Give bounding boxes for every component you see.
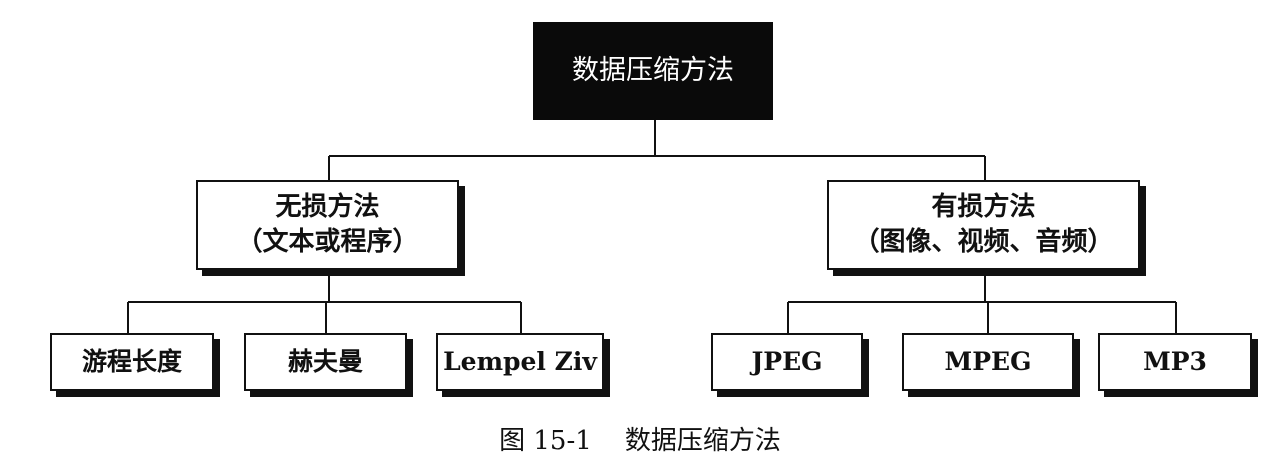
leaf-label: MPEG: [944, 347, 1032, 377]
leaf-label: MP3: [1143, 347, 1207, 377]
lossy-subtitle: （图像、视频、音频）: [853, 227, 1114, 257]
leaf-label: JPEG: [751, 347, 823, 377]
root-node: 数据压缩方法: [533, 22, 773, 120]
leaf-jpeg: JPEG: [711, 333, 863, 391]
leaf-huffman: 赫夫曼: [244, 333, 407, 391]
figure-number: 图 15-1: [499, 426, 592, 456]
leaf-mp3: MP3: [1098, 333, 1252, 391]
leaf-label: 游程长度: [81, 347, 182, 377]
root-label: 数据压缩方法: [572, 54, 734, 86]
lossless-subtitle: （文本或程序）: [236, 227, 419, 257]
lossless-title: 无损方法: [275, 191, 380, 222]
figure-caption: 图 15-1 数据压缩方法: [0, 420, 1280, 457]
leaf-run-length: 游程长度: [50, 333, 214, 391]
leaf-label: Lempel Ziv: [443, 347, 597, 377]
leaf-mpeg: MPEG: [902, 333, 1074, 391]
lossless-method-node: 无损方法 （文本或程序）: [196, 180, 459, 270]
figure-title: 数据压缩方法: [624, 426, 781, 456]
leaf-lempel-ziv: Lempel Ziv: [436, 333, 604, 391]
leaf-label: 赫夫曼: [287, 347, 363, 377]
lossy-method-node: 有损方法 （图像、视频、音频）: [827, 180, 1140, 270]
lossy-title: 有损方法: [931, 191, 1036, 222]
